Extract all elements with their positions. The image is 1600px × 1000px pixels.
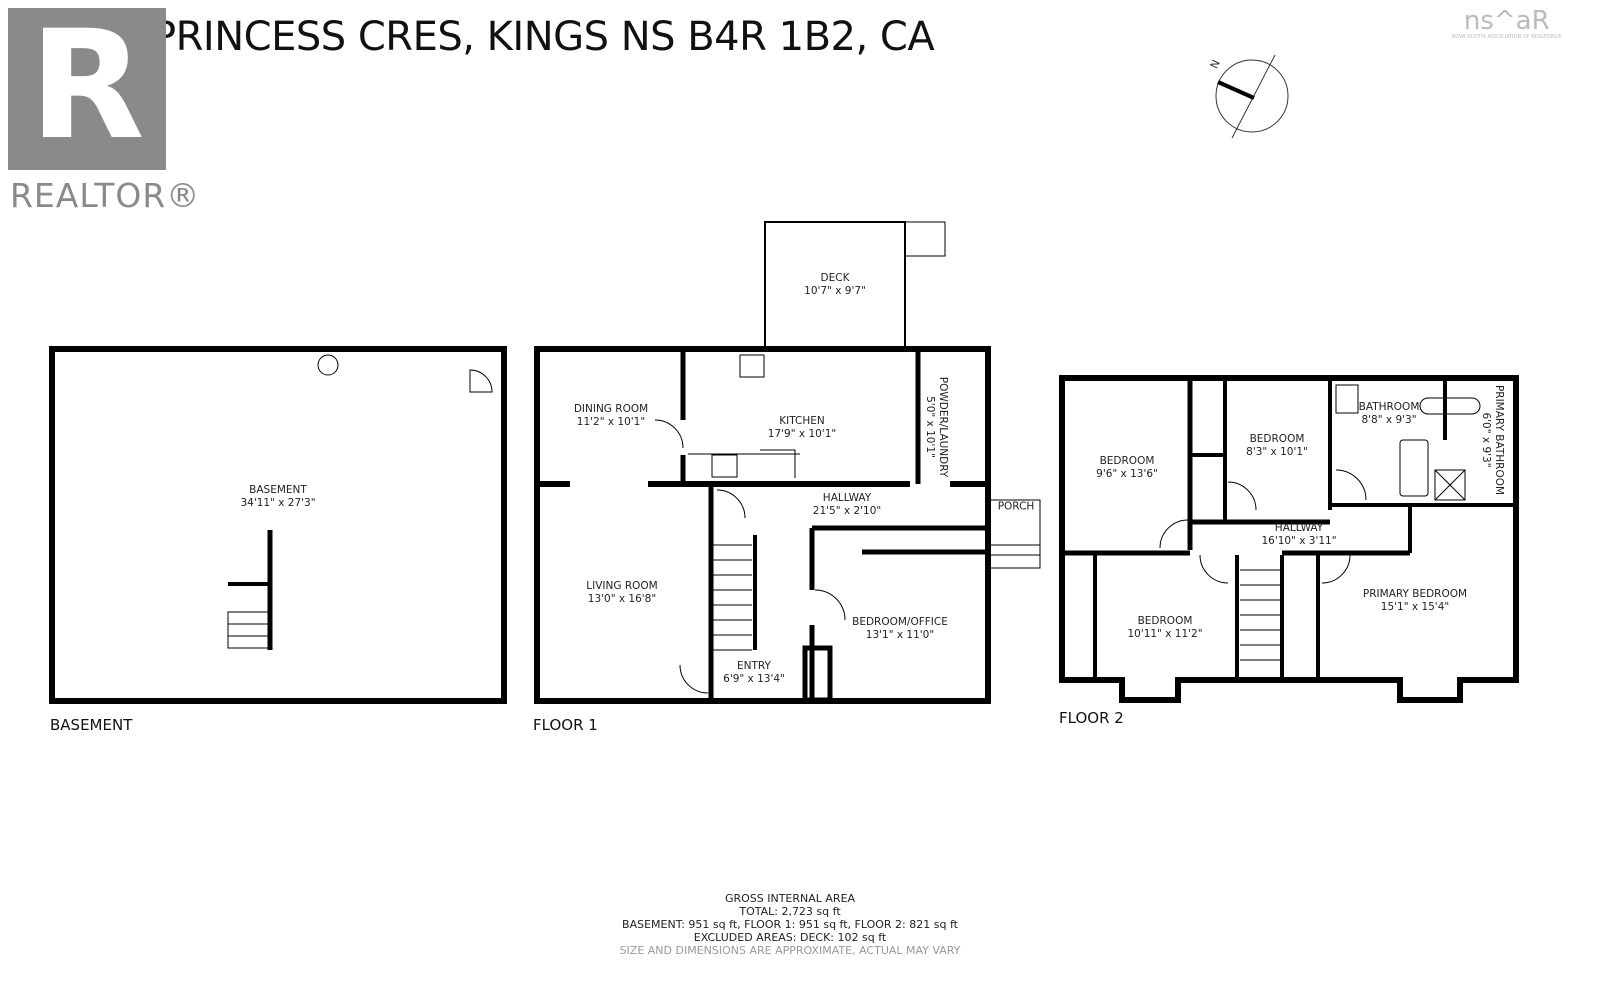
room-hallway-2: HALLWAY 16'10" x 3'11" xyxy=(1261,522,1336,548)
nsar-logo-word: ns^aR xyxy=(1463,6,1550,36)
room-bedroom-b: BEDROOM 8'3" x 10'1" xyxy=(1246,433,1308,459)
north-arrow-icon: N xyxy=(1208,54,1289,139)
room-bedroom-office: BEDROOM/OFFICE 13'1" x 11'0" xyxy=(852,616,948,642)
room-dims: 16'10" x 3'11" xyxy=(1261,535,1337,547)
floor-label-floor1: FLOOR 1 xyxy=(533,716,598,734)
room-dims: 10'11" x 11'2" xyxy=(1127,628,1203,640)
room-dims: 9'6" x 13'6" xyxy=(1096,468,1158,480)
area-heading: GROSS INTERNAL AREA xyxy=(724,892,856,905)
room-dims: 6'9" x 13'4" xyxy=(723,673,785,685)
room-dims: 8'8" x 9'3" xyxy=(1361,414,1417,426)
room-name: POWDER/LAUNDRY xyxy=(937,376,949,478)
floor-label-floor2: FLOOR 2 xyxy=(1059,709,1124,727)
room-porch: PORCH xyxy=(998,501,1035,514)
svg-text:N: N xyxy=(1208,58,1223,71)
room-name: PORCH xyxy=(997,500,1035,513)
realtor-logo: R REALTOR® xyxy=(8,8,199,215)
room-dims: 21'5" x 2'10" xyxy=(812,505,882,517)
floor-label-basement: BASEMENT xyxy=(50,716,133,734)
room-dims: 34'11" x 27'3" xyxy=(240,497,316,509)
basement-plan xyxy=(49,346,507,704)
room-name: HALLWAY xyxy=(1274,522,1324,534)
room-name: LIVING ROOM xyxy=(586,580,658,592)
room-dims: 13'1" x 11'0" xyxy=(865,629,935,641)
room-bedroom-a: BEDROOM 9'6" x 13'6" xyxy=(1096,455,1158,481)
room-name: PRIMARY BEDROOM xyxy=(1362,588,1468,600)
room-dims: 11'2" x 10'1" xyxy=(576,416,646,428)
room-basement: BASEMENT 34'11" x 27'3" xyxy=(240,484,315,510)
room-name: BEDROOM/OFFICE xyxy=(852,616,948,628)
room-dims: 5'0" x 10'1" xyxy=(924,396,936,458)
room-dims: 13'0" x 16'8" xyxy=(587,593,657,605)
room-hallway-1: HALLWAY 21'5" x 2'10" xyxy=(813,492,881,518)
realtor-logo-mark: R xyxy=(8,8,166,170)
room-dims: 15'1" x 15'4" xyxy=(1380,601,1450,613)
room-powder-laundry: POWDER/LAUNDRY 5'0" x 10'1" xyxy=(923,377,949,477)
nsar-logo: ns^aR NOVA SCOTIA ASSOCIATION OF REALTOR… xyxy=(1451,8,1562,40)
room-name: DINING ROOM xyxy=(573,403,649,415)
room-name: PRIMARY BATHROOM xyxy=(1493,384,1505,496)
room-name: BEDROOM xyxy=(1249,433,1305,445)
room-primary-bathroom: PRIMARY BATHROOM 6'0" x 9'3" xyxy=(1479,385,1505,495)
room-bathroom: BATHROOM 8'8" x 9'3" xyxy=(1359,401,1420,427)
room-deck: DECK 10'7" x 9'7" xyxy=(804,272,866,298)
room-dining-room: DINING ROOM 11'2" x 10'1" xyxy=(574,403,648,429)
area-disclaimer: SIZE AND DIMENSIONS ARE APPROXIMATE, ACT… xyxy=(619,944,961,957)
area-excluded: EXCLUDED AREAS: DECK: 102 sq ft xyxy=(693,931,887,944)
room-dims: 8'3" x 10'1" xyxy=(1246,446,1308,458)
room-living-room: LIVING ROOM 13'0" x 16'8" xyxy=(586,580,657,606)
listing-address-title: 1421 PRINCESS CRES, KINGS NS B4R 1B2, CA xyxy=(40,14,935,60)
room-name: ENTRY xyxy=(737,660,771,672)
room-name: BEDROOM xyxy=(1137,615,1193,627)
room-bedroom-c: BEDROOM 10'11" x 11'2" xyxy=(1127,615,1202,641)
area-total: TOTAL: 2,723 sq ft xyxy=(739,905,841,918)
room-name: KITCHEN xyxy=(779,415,825,427)
room-dims: 10'7" x 9'7" xyxy=(804,285,866,297)
room-name: DECK xyxy=(820,272,850,284)
room-name: HALLWAY xyxy=(822,492,872,504)
room-primary-bedroom: PRIMARY BEDROOM 15'1" x 15'4" xyxy=(1363,588,1467,614)
room-name: BATHROOM xyxy=(1358,401,1420,413)
room-dims: 6'0" x 9'3" xyxy=(1480,412,1492,468)
realtor-logo-text: REALTOR® xyxy=(10,176,201,215)
nsar-logo-sub: NOVA SCOTIA ASSOCIATION OF REALTORS® xyxy=(1451,34,1562,40)
room-name: BEDROOM xyxy=(1099,455,1155,467)
area-summary: GROSS INTERNAL AREA TOTAL: 2,723 sq ft B… xyxy=(0,892,1580,957)
room-kitchen: KITCHEN 17'9" x 10'1" xyxy=(768,415,836,441)
room-dims: 17'9" x 10'1" xyxy=(767,428,837,440)
room-name: BASEMENT xyxy=(249,484,307,496)
room-entry: ENTRY 6'9" x 13'4" xyxy=(723,660,785,686)
floor1-plan xyxy=(534,221,1041,704)
area-breakdown: BASEMENT: 951 sq ft, FLOOR 1: 951 sq ft,… xyxy=(622,918,958,931)
floor2-plan xyxy=(1059,375,1519,703)
